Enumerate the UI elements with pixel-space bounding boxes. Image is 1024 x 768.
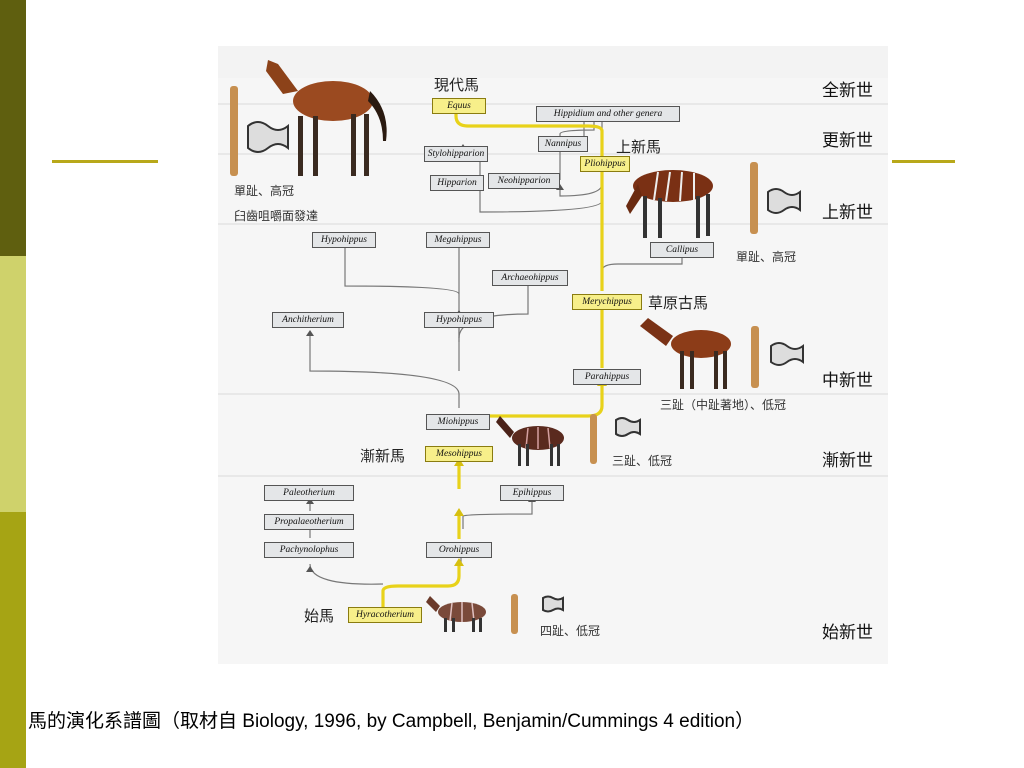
epoch-pleistocene: 更新世 — [822, 131, 873, 151]
node-neohipparion: Neohipparion — [488, 173, 560, 189]
title-rule-right — [892, 160, 955, 163]
node-hyracotherium: Hyracotherium — [348, 607, 422, 623]
accent-segment-dark — [0, 0, 26, 256]
node-hipparion: Hipparion — [430, 175, 484, 191]
mesohippus-illustration — [496, 414, 641, 466]
merychippus-illustration — [640, 318, 804, 389]
node-propalaeotherium: Propalaeotherium — [264, 514, 354, 530]
figure-caption: 馬的演化系譜圖（取材自 Biology, 1996, by Campbell, … — [28, 711, 755, 732]
label-pliocene-horse: 上新馬 — [616, 138, 662, 156]
epoch-miocene: 中新世 — [822, 371, 873, 391]
node-hypohippus: Hypohippus — [424, 312, 494, 328]
trait-equus-toe: 單趾、高冠 — [234, 184, 295, 198]
hyracotherium-illustration — [426, 594, 564, 634]
node-paleotherium: Paleotherium — [264, 485, 354, 501]
node-merychippus: Merychippus — [572, 294, 642, 310]
node-parahippus: Parahippus — [573, 369, 641, 385]
epoch-oligocene: 漸新世 — [822, 451, 873, 471]
label-eocene-horse: 始馬 — [304, 607, 335, 625]
node-hypohippus-top: Hypohippus — [312, 232, 376, 248]
node-epihippus: Epihippus — [500, 485, 564, 501]
node-stylohipparion: Stylohipparion — [424, 146, 488, 162]
node-nannipus: Nannipus — [538, 136, 588, 152]
epoch-eocene: 始新世 — [822, 623, 873, 643]
epoch-holocene: 全新世 — [822, 81, 873, 101]
trait-mesohippus: 三趾、低冠 — [612, 454, 673, 468]
left-accent-bar — [0, 0, 26, 768]
figure-graphics — [218, 46, 888, 634]
node-mesohippus: Mesohippus — [425, 446, 493, 462]
accent-segment-olive — [0, 512, 26, 768]
node-pliohippus: Pliohippus — [580, 156, 630, 172]
equus-illustration — [230, 60, 387, 176]
label-modern-horse: 現代馬 — [434, 76, 480, 94]
accent-segment-light — [0, 256, 26, 512]
node-anchitherium: Anchitherium — [272, 312, 344, 328]
node-miohippus: Miohippus — [426, 414, 490, 430]
label-grassland-horse: 草原古馬 — [648, 294, 709, 312]
node-pachynolophus: Pachynolophus — [264, 542, 354, 558]
evolution-figure: Equus Hippidium and other genera Nannipu… — [218, 46, 888, 664]
band-holocene — [218, 46, 888, 78]
label-oligocene-horse: 漸新馬 — [360, 447, 406, 465]
node-callipus: Callipus — [650, 242, 714, 258]
trait-pliohippus: 單趾、高冠 — [736, 250, 797, 264]
node-archaeohippus: Archaeohippus — [492, 270, 568, 286]
trait-merychippus: 三趾（中趾著地）、低冠 — [660, 398, 787, 412]
trait-equus-teeth: 臼齒咀嚼面發達 — [234, 209, 319, 223]
node-hippidium: Hippidium and other genera — [536, 106, 680, 122]
title-rule-left — [52, 160, 158, 163]
main-lineage-line — [381, 108, 604, 608]
node-orohippus: Orohippus — [426, 542, 492, 558]
epoch-pliocene: 上新世 — [822, 203, 873, 223]
trait-hyracotherium: 四趾、低冠 — [540, 624, 601, 638]
node-megahippus: Megahippus — [426, 232, 490, 248]
pliohippus-illustration — [626, 162, 801, 238]
node-equus: Equus — [432, 98, 486, 114]
